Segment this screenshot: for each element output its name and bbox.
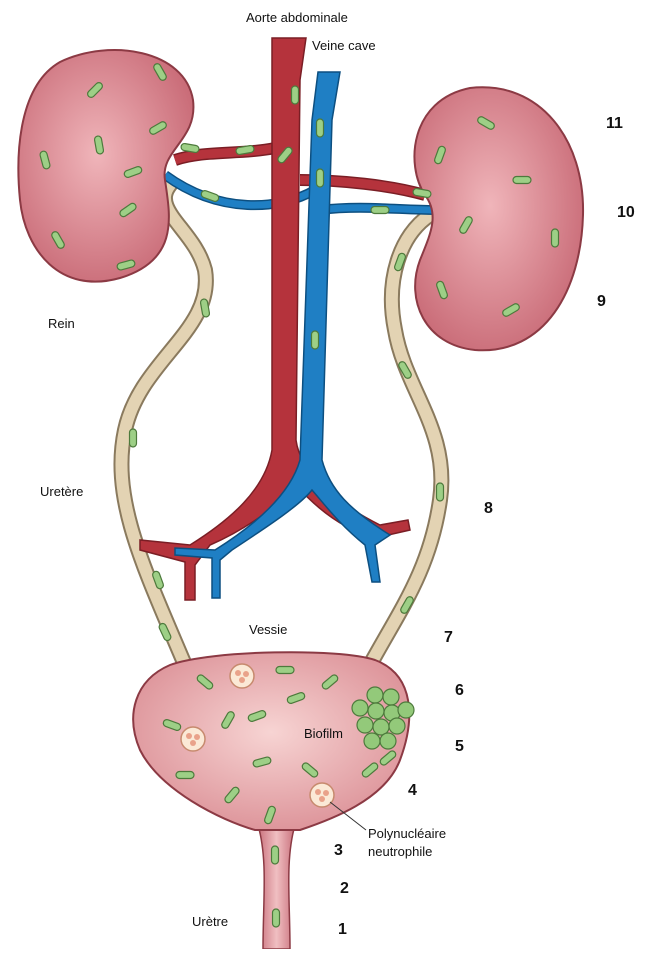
stage-number-2: 2	[340, 880, 349, 897]
right-kidney	[414, 87, 583, 350]
stage-number-3: 3	[334, 842, 343, 859]
label-neutrophil-2: neutrophile	[368, 844, 432, 859]
stage-number-8: 8	[484, 500, 493, 517]
stage-number-11: 11	[606, 115, 623, 132]
stage-number-10: 10	[617, 204, 635, 221]
stage-number-7: 7	[444, 629, 453, 646]
label-neutrophil-1: Polynucléaire	[368, 826, 446, 841]
label-vena-cava: Veine cave	[312, 38, 376, 53]
label-biofilm: Biofilm	[304, 726, 343, 741]
label-bladder: Vessie	[249, 622, 287, 637]
stage-number-9: 9	[597, 293, 606, 310]
urethra	[258, 825, 295, 949]
label-ureter: Uretère	[40, 484, 83, 499]
stage-number-5: 5	[455, 738, 464, 755]
label-urethra: Urètre	[192, 914, 228, 929]
stage-number-6: 6	[455, 682, 464, 699]
label-kidney: Rein	[48, 316, 75, 331]
stage-number-4: 4	[408, 782, 417, 799]
stage-number-1: 1	[338, 921, 347, 938]
label-aorta: Aorte abdominale	[246, 10, 348, 25]
